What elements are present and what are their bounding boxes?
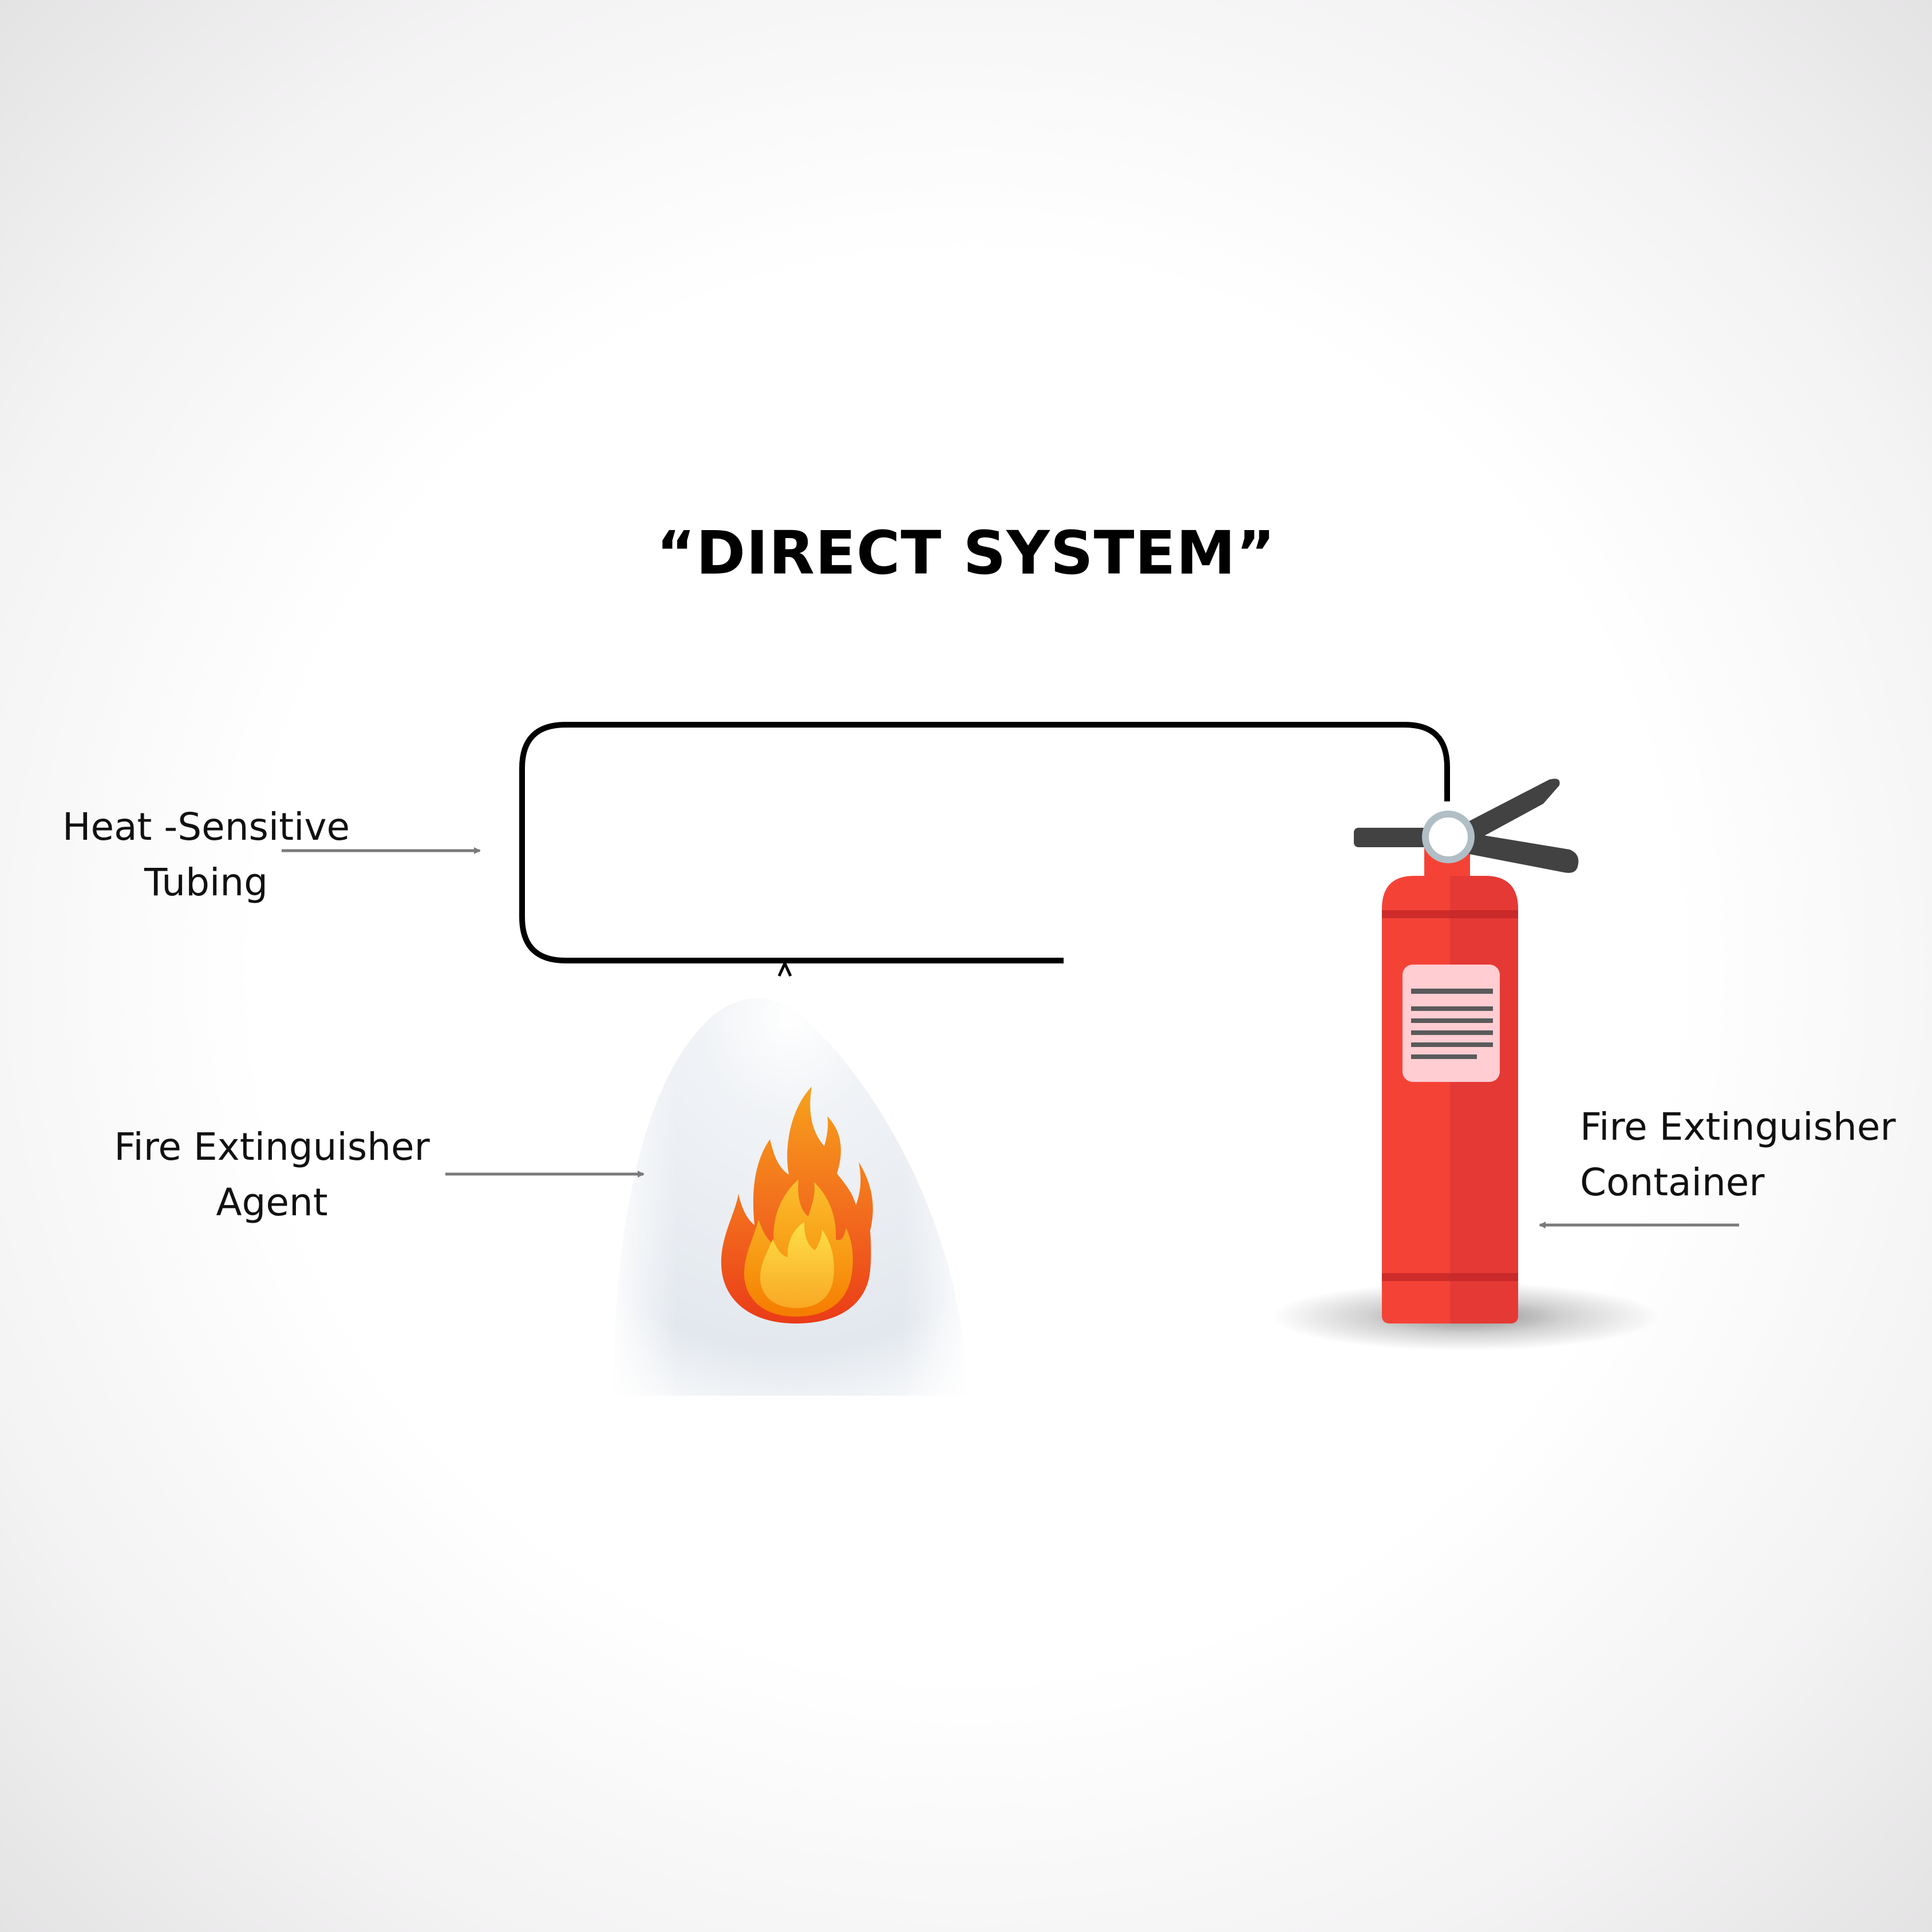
label-fire-extinguisher-agent-line2: Agent — [216, 1180, 328, 1224]
label-fire-extinguisher-container-line2: Container — [1580, 1160, 1765, 1204]
heat-sensitive-tubing — [519, 722, 1450, 963]
diagram-title: “DIRECT SYSTEM” — [656, 518, 1276, 588]
label-heat-sensitive-tubing-line1: Heat -Sensitive — [62, 805, 350, 849]
label-fire-extinguisher-container: Fire Extinguisher Container — [1580, 1099, 1896, 1210]
label-fire-extinguisher-agent-line1: Fire Extinguisher — [114, 1125, 430, 1169]
fire-extinguisher-icon — [1354, 779, 1579, 1323]
flame-icon — [721, 1086, 873, 1323]
nozzle-icon — [777, 959, 792, 977]
label-fire-extinguisher-container-line1: Fire Extinguisher — [1580, 1105, 1896, 1149]
label-heat-sensitive-tubing-line2: Tubing — [144, 860, 268, 904]
label-fire-extinguisher-agent: Fire Extinguisher Agent — [103, 1119, 441, 1230]
label-heat-sensitive-tubing: Heat -Sensitive Tubing — [43, 799, 369, 910]
